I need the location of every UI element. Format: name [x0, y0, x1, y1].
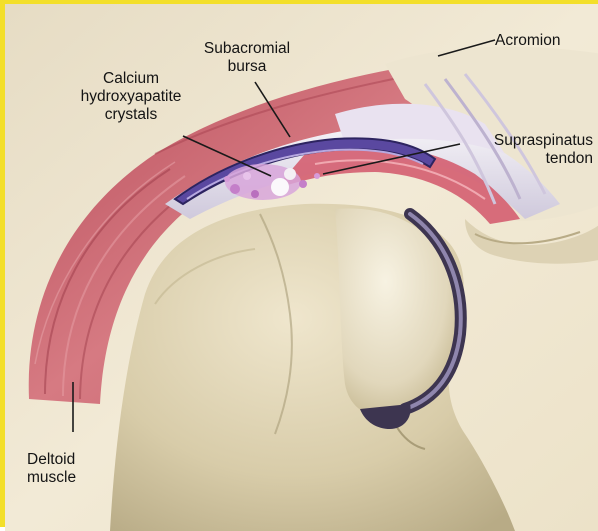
label-deltoid-muscle: Deltoid muscle: [27, 451, 117, 487]
label-calcium-crystals: Calcium hydroxyapatite crystals: [61, 70, 201, 124]
label-supraspinatus-tendon: Supraspinatus tendon: [451, 132, 593, 168]
label-acromion: Acromion: [495, 32, 590, 50]
label-subacromial-bursa: Subacromial bursa: [192, 40, 302, 76]
